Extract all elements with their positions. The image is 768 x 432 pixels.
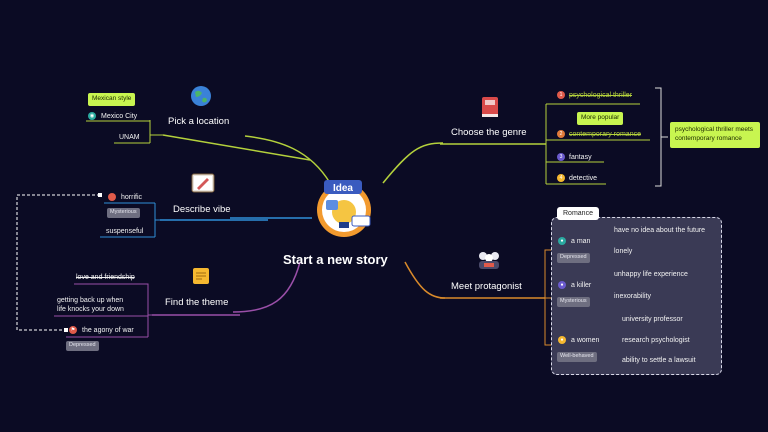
link-location (244, 135, 331, 184)
detail-inexorability[interactable]: inexorability (614, 293, 651, 300)
boundary-romance[interactable] (551, 217, 722, 375)
notebook-icon (191, 173, 215, 193)
tag-well-behaved[interactable]: Well-behaved (557, 352, 597, 362)
idea-lightbulb-icon: Idea (317, 180, 371, 237)
leaf-getting-back-up-line2[interactable]: life knocks your down (57, 306, 124, 313)
globe-marker-icon: ◉ (88, 112, 96, 120)
people-group-icon (476, 250, 502, 270)
man-marker-icon: ● (558, 237, 566, 245)
globe-icon (190, 85, 212, 107)
sticky-note-icon (191, 266, 211, 286)
link-theme (232, 261, 301, 313)
topic-choose-genre[interactable]: Choose the genre (451, 127, 527, 138)
leaf-horrific[interactable]: horrific (121, 194, 143, 201)
leaf-suspenseful[interactable]: suspenseful (106, 228, 144, 235)
tag-mysterious[interactable]: Mysterious (107, 208, 140, 218)
relationship-dashed-line (16, 194, 100, 331)
genre-summary[interactable]: psychological thriller meets contemporar… (670, 122, 760, 148)
tag-depressed-theme[interactable]: Depressed (66, 341, 99, 351)
book-icon (480, 96, 500, 118)
leaf-getting-back-up-line1[interactable]: getting back up when (57, 297, 124, 304)
center-topic-label[interactable]: Start a new story (283, 252, 388, 267)
detail-university-professor[interactable]: university professor (622, 316, 683, 323)
leaf-mexico-city[interactable]: Mexico City (101, 113, 138, 120)
leaf-psychological-thriller[interactable]: psychological thriller (569, 92, 633, 99)
tag-mysterious-killer[interactable]: Mysterious (557, 297, 590, 307)
topic-find-theme[interactable]: Find the theme (165, 297, 229, 308)
leaf-agony-of-war[interactable]: the agony of war (82, 327, 134, 334)
leaf-love-friendship[interactable]: love and friendship (76, 274, 135, 281)
genre-marker-2-icon: 2 (557, 130, 565, 138)
idea-badge-text: Idea (333, 183, 353, 194)
tag-depressed-man[interactable]: Depressed (557, 253, 590, 263)
character-a-killer[interactable]: a killer (571, 282, 592, 289)
detail-settle-lawsuit[interactable]: ability to settle a lawsuit (622, 357, 696, 364)
leaf-contemporary-romance[interactable]: contemporary romance (569, 131, 641, 138)
genre-marker-4-icon: 4 (557, 174, 565, 182)
link-genre (382, 142, 444, 184)
center-idea-icon[interactable]: Idea (310, 178, 378, 242)
boundary-romance-label[interactable]: Romance (557, 207, 599, 220)
leaf-unam[interactable]: UNAM (119, 134, 140, 141)
horrific-marker-icon (108, 193, 116, 201)
character-a-man[interactable]: a man (571, 238, 591, 245)
detail-lonely[interactable]: lonely (614, 248, 633, 255)
women-marker-icon: ● (558, 336, 566, 344)
detail-no-idea-future[interactable]: have no idea about the future (614, 227, 706, 234)
agony-marker-icon: ⚑ (69, 326, 77, 334)
summary-bracket (655, 87, 668, 187)
leaf-detective[interactable]: detective (569, 175, 598, 182)
genre-marker-1-icon: 1 (557, 91, 565, 99)
vibe-branch (154, 203, 160, 237)
link-protagonist (404, 261, 446, 299)
detail-research-psychologist[interactable]: research psychologist (622, 337, 690, 344)
leaf-fantasy[interactable]: fantasy (569, 154, 592, 161)
topic-meet-protagonist[interactable]: Meet protagonist (451, 281, 522, 292)
genre-marker-3-icon: 3 (557, 153, 565, 161)
topic-pick-location[interactable]: Pick a location (168, 116, 230, 127)
detail-unhappy-life[interactable]: unhappy life experience (614, 271, 688, 278)
location-underline (162, 134, 311, 161)
callout-more-popular[interactable]: More popular (577, 112, 624, 125)
character-a-women[interactable]: a women (571, 337, 600, 344)
location-branch (149, 120, 163, 143)
callout-mexican-style[interactable]: Mexican style (88, 93, 136, 106)
killer-marker-icon: ● (558, 281, 566, 289)
topic-describe-vibe[interactable]: Describe vibe (173, 204, 231, 215)
theme-branch (146, 283, 152, 337)
